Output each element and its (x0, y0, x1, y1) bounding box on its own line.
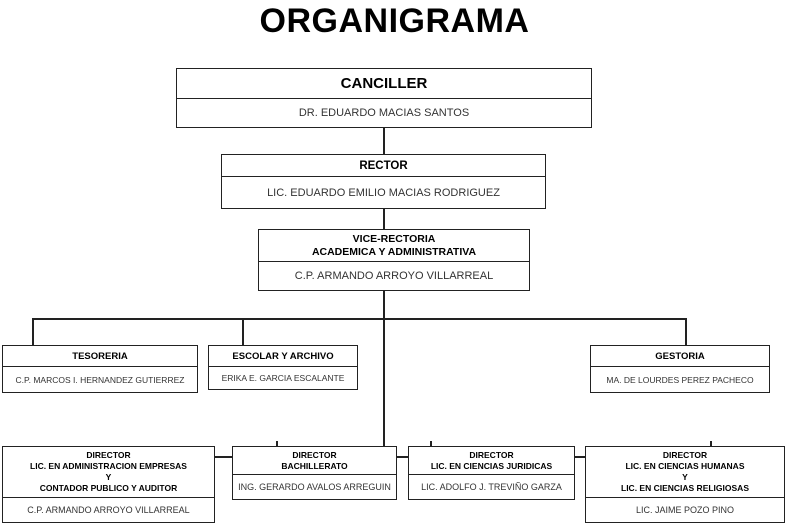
connector-rector-vicerectoria (383, 208, 385, 229)
page-title: ORGANIGRAMA (259, 2, 530, 40)
node-director-administracion-role-line1: DIRECTOR (86, 450, 131, 460)
node-escolar-y-archivo-role: ESCOLAR Y ARCHIVO (209, 346, 357, 367)
node-canciller-person: DR. EDUARDO MACIAS SANTOS (298, 107, 470, 119)
node-vicerectoria[interactable]: VICE-RECTORIA ACADEMICA Y ADMINISTRATIVA… (258, 229, 530, 291)
node-director-juridicas-person: LIC. ADOLFO J. TREVIÑO GARZA (421, 482, 562, 492)
node-director-juridicas[interactable]: DIRECTOR LIC. EN CIENCIAS JURIDICAS LIC.… (408, 446, 575, 500)
node-director-administracion[interactable]: DIRECTOR LIC. EN ADMINISTRACION EMPRESAS… (2, 446, 215, 523)
node-tesoreria-role: TESORERIA (3, 346, 197, 367)
node-director-administracion-role-line3: Y (105, 472, 112, 482)
node-director-juridicas-role-line2: LIC. EN CIENCIAS JURIDICAS (430, 460, 553, 471)
node-gestoria-role: GESTORIA (591, 346, 769, 367)
node-vicerectoria-role-line1: VICE-RECTORIA (352, 232, 436, 245)
node-rector-person: LIC. EDUARDO EMILIO MACIAS RODRIGUEZ (267, 186, 500, 199)
node-director-bachillerato-role-line1: DIRECTOR (292, 449, 337, 460)
node-director-bachillerato[interactable]: DIRECTOR BACHILLERATO ING. GERARDO AVALO… (232, 446, 397, 500)
node-vicerectoria-role: VICE-RECTORIA ACADEMICA Y ADMINISTRATIVA (259, 230, 529, 262)
node-canciller[interactable]: CANCILLER DR. EDUARDO MACIAS SANTOS (176, 68, 592, 128)
node-director-humanas-role-line1: DIRECTOR (662, 450, 708, 460)
node-director-juridicas-role-line1: DIRECTOR (469, 449, 514, 460)
node-canciller-role-line1: CANCILLER (340, 75, 428, 92)
node-director-bachillerato-role-line2: BACHILLERATO (281, 460, 348, 471)
node-gestoria-role-line1: GESTORIA (655, 350, 705, 362)
connector-drop-tesoreria (32, 318, 34, 345)
node-director-juridicas-role: DIRECTOR LIC. EN CIENCIAS JURIDICAS (409, 447, 574, 475)
node-director-administracion-person: C.P. ARMANDO ARROYO VILLARREAL (27, 505, 190, 515)
node-tesoreria[interactable]: TESORERIA C.P. MARCOS I. HERNANDEZ GUTIE… (2, 345, 198, 393)
connector-vicerectoria-trunk (383, 290, 385, 456)
node-escolar-y-archivo-role-line1: ESCOLAR Y ARCHIVO (232, 350, 334, 362)
node-director-humanas-role-line2: LIC. EN CIENCIAS HUMANAS (625, 461, 745, 471)
connector-canciller-rector (383, 128, 385, 154)
node-director-humanas-role-line4: LIC. EN CIENCIAS RELIGIOSAS (621, 483, 749, 493)
node-gestoria[interactable]: GESTORIA MA. DE LOURDES PEREZ PACHECO (590, 345, 770, 393)
connector-drop-gestoria (685, 318, 687, 345)
node-director-humanas-role: DIRECTOR LIC. EN CIENCIAS HUMANAS Y LIC.… (586, 447, 784, 498)
node-director-administracion-role-line4: CONTADOR PUBLICO Y AUDITOR (39, 483, 178, 493)
node-escolar-y-archivo[interactable]: ESCOLAR Y ARCHIVO ERIKA E. GARCIA ESCALA… (208, 345, 358, 390)
node-director-humanas-person: LIC. JAIME POZO PINO (635, 505, 734, 515)
node-director-bachillerato-person: ING. GERARDO AVALOS ARREGUIN (238, 482, 391, 492)
node-rector-role-line1: RECTOR (359, 159, 408, 172)
connector-drop-escolar (242, 318, 244, 345)
node-director-humanas-role-line3: Y (682, 472, 688, 482)
node-vicerectoria-role-line2: ACADEMICA Y ADMINISTRATIVA (311, 245, 477, 258)
connector-bus-staff (32, 318, 686, 320)
node-tesoreria-role-line1: TESORERIA (72, 350, 128, 362)
node-director-administracion-role-line2: LIC. EN ADMINISTRACION EMPRESAS (30, 461, 187, 471)
node-gestoria-person: MA. DE LOURDES PEREZ PACHECO (606, 374, 754, 385)
node-director-administracion-role: DIRECTOR LIC. EN ADMINISTRACION EMPRESAS… (3, 447, 214, 498)
node-director-humanas[interactable]: DIRECTOR LIC. EN CIENCIAS HUMANAS Y LIC.… (585, 446, 785, 523)
node-director-bachillerato-role: DIRECTOR BACHILLERATO (233, 447, 396, 475)
node-escolar-y-archivo-person: ERIKA E. GARCIA ESCALANTE (221, 373, 345, 383)
node-rector-role: RECTOR (222, 155, 545, 177)
node-vicerectoria-person: C.P. ARMANDO ARROYO VILLARREAL (294, 270, 494, 282)
node-tesoreria-person: C.P. MARCOS I. HERNANDEZ GUTIERREZ (15, 374, 185, 385)
node-rector[interactable]: RECTOR LIC. EDUARDO EMILIO MACIAS RODRIG… (221, 154, 546, 209)
node-canciller-role: CANCILLER (177, 69, 591, 99)
